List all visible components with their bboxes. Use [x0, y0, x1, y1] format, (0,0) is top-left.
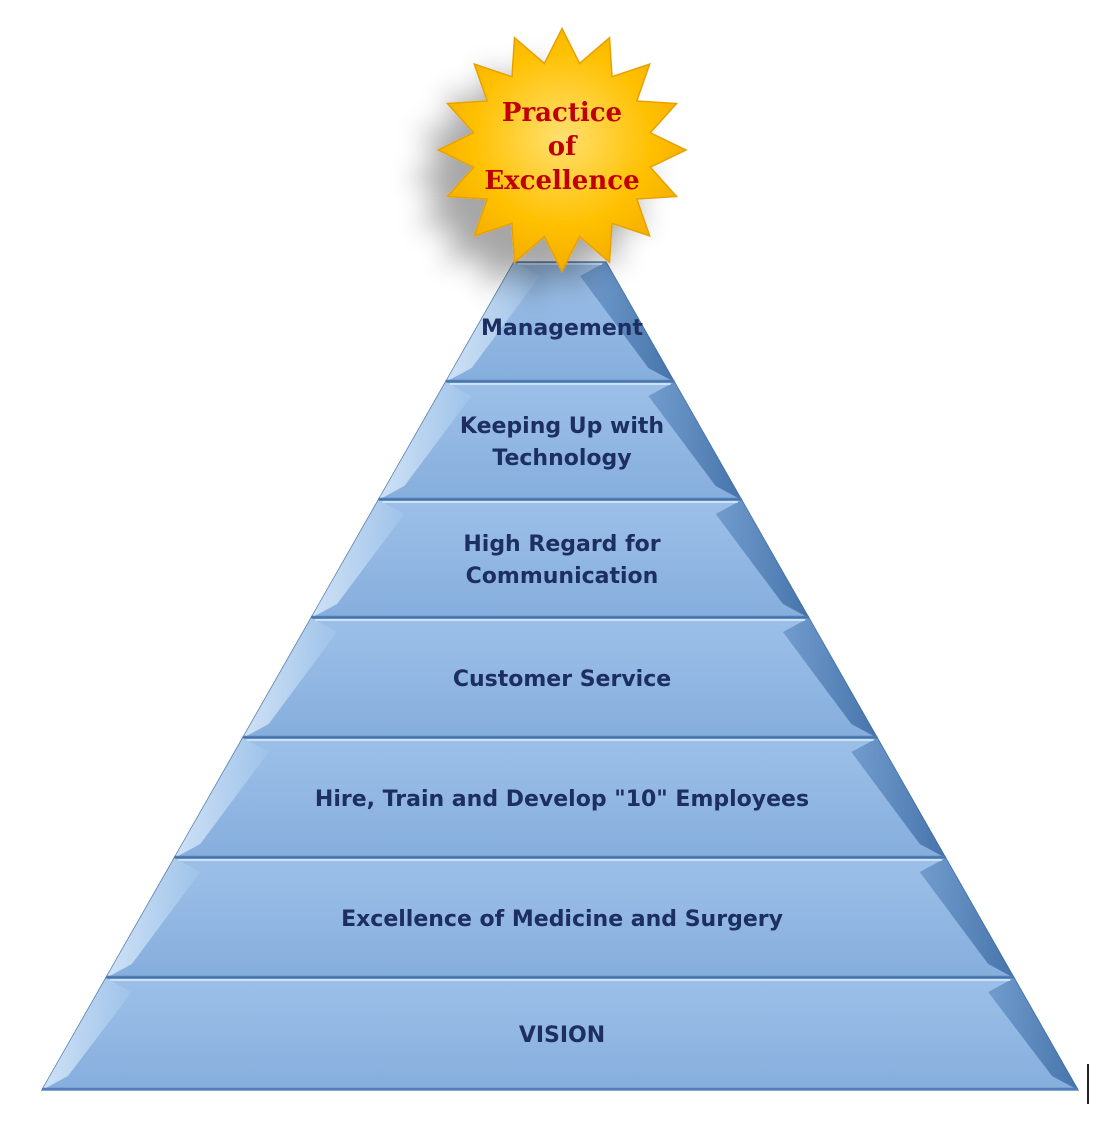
star-burst-shape: [436, 26, 688, 274]
tier-left-bevel: [311, 500, 405, 618]
star-label-line-3: Excellence: [484, 166, 639, 196]
tier-7-label-line-1: VISION: [519, 1023, 605, 1048]
star-label-line-1: Practice: [502, 98, 622, 128]
tier-right-bevel: [580, 262, 675, 382]
tier-2-label-line-1: Keeping Up with: [460, 414, 664, 439]
tier-5: Hire, Train and Develop "10" Employees: [173, 737, 947, 859]
tier-left-bevel: [105, 858, 201, 978]
tier-right-bevel: [988, 978, 1078, 1090]
tier-4-label-line-1: Customer Service: [453, 667, 671, 692]
tier-right-bevel: [715, 500, 809, 618]
tier-6: Excellence of Medicine and Surgery: [104, 857, 1016, 979]
tier-right-bevel: [851, 738, 946, 858]
tier-7: VISION: [40, 977, 1080, 1091]
tier-right-bevel: [648, 382, 742, 500]
star-label-line-2: of: [548, 132, 578, 162]
tier-1-label-line-1: Management: [481, 316, 643, 341]
tier-3-label-line-2: Communication: [466, 564, 659, 589]
tier-right-bevel: [782, 618, 878, 738]
tier-2-label-line-2: Technology: [492, 446, 631, 471]
tier-left-bevel: [378, 382, 472, 500]
tier-left-bevel: [445, 262, 540, 382]
tier-6-label-line-1: Excellence of Medicine and Surgery: [341, 907, 783, 932]
tier-4: Customer Service: [241, 617, 879, 739]
practice-of-excellence-star: Practice of Excellence: [436, 26, 688, 274]
tier-5-label-line-1: Hire, Train and Develop "10" Employees: [315, 787, 809, 812]
tier-right-bevel: [919, 858, 1015, 978]
tier-3-label-line-1: High Regard for: [463, 532, 660, 557]
tier-left-bevel: [174, 738, 269, 858]
tier-left-bevel: [42, 978, 132, 1090]
text-cursor-mark: [1087, 1064, 1089, 1104]
tier-1: Management: [444, 261, 676, 383]
tier-left-bevel: [242, 618, 338, 738]
